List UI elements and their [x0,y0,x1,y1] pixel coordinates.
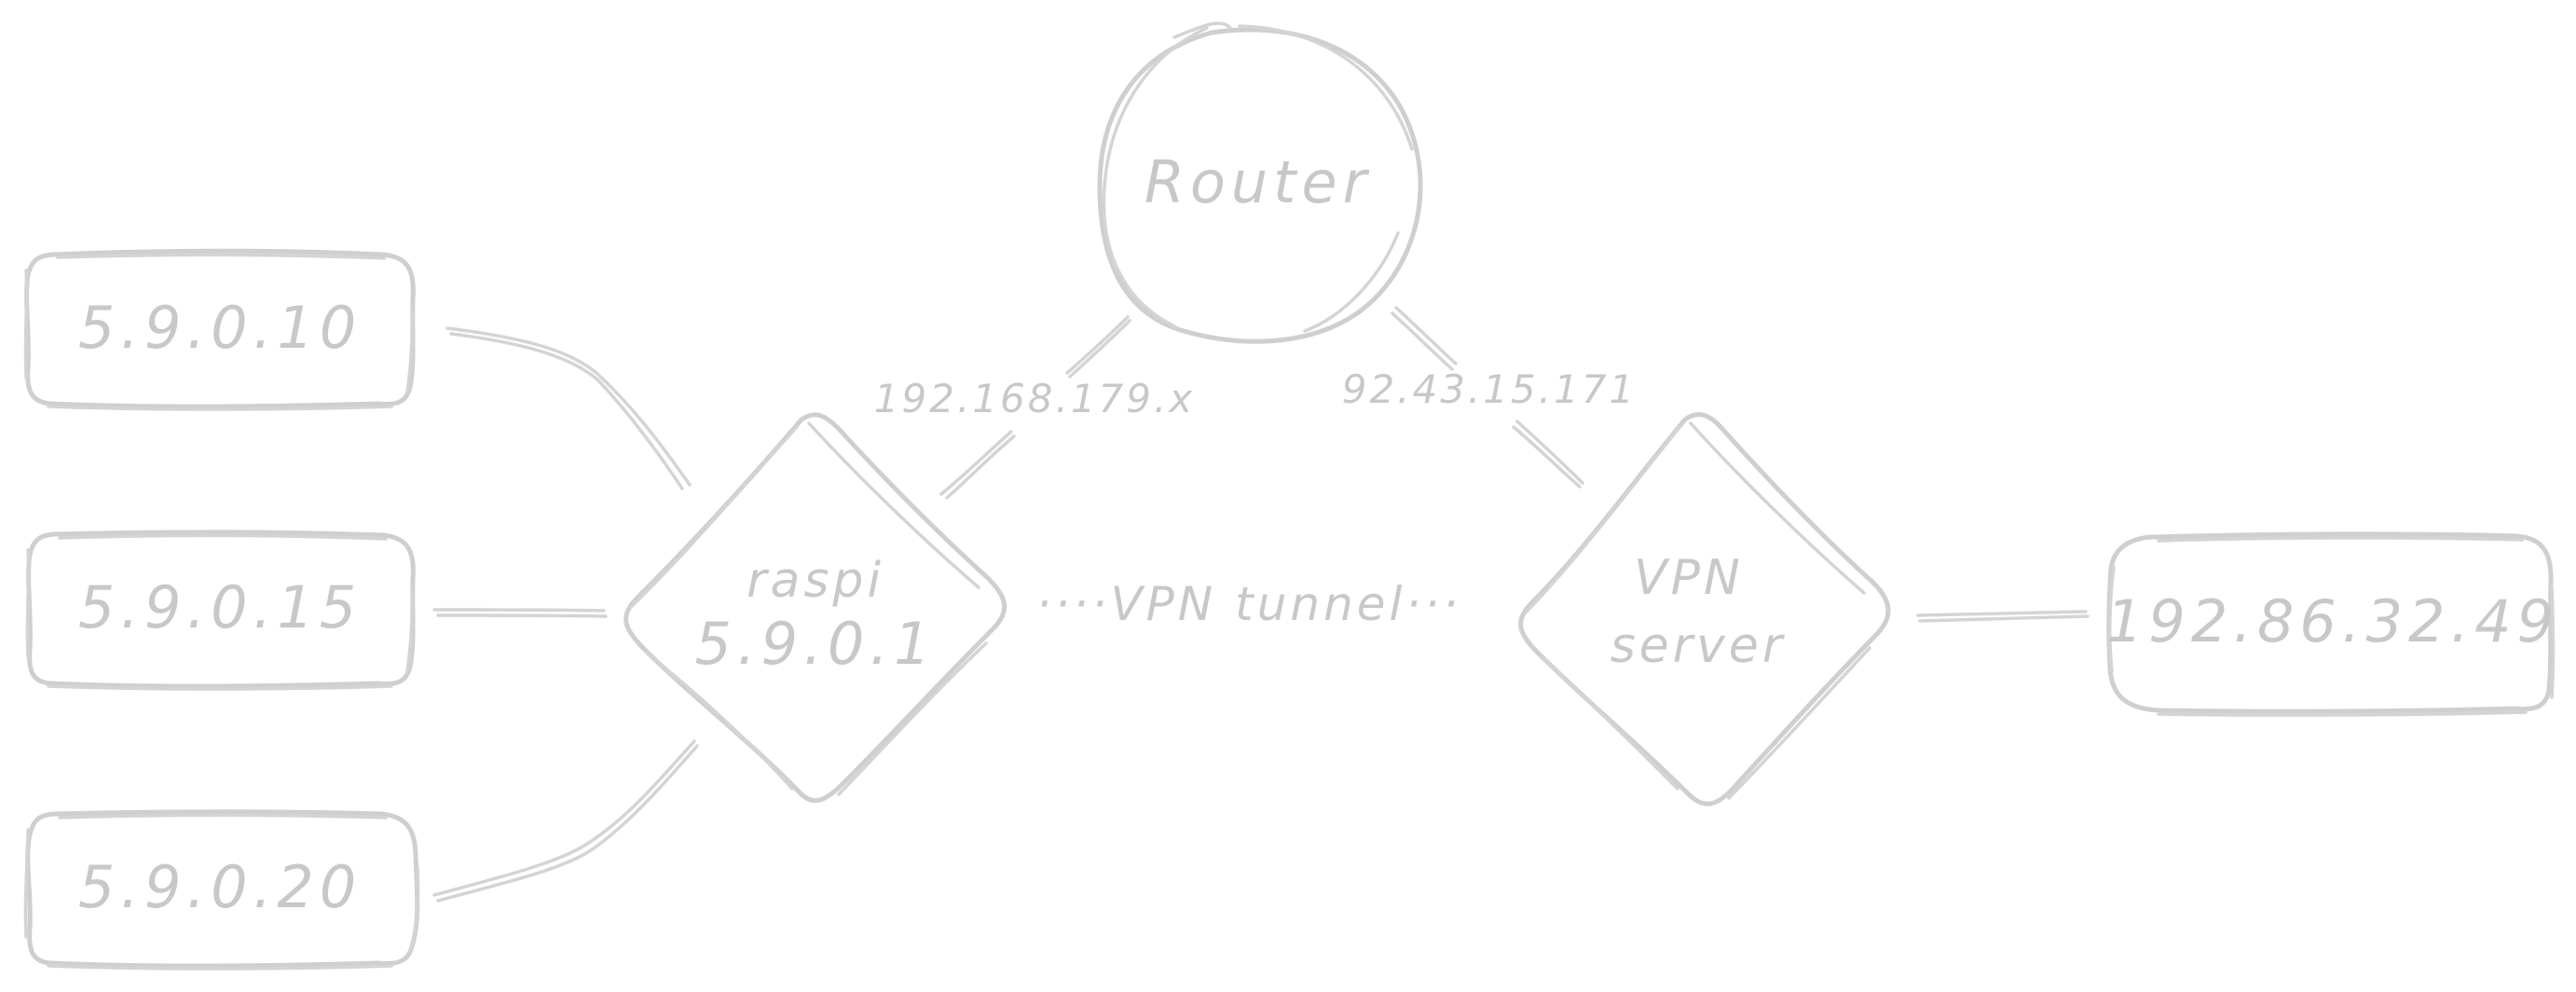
vpn-server-label-line1: VPN [1634,550,1744,606]
raspi-name-label: raspi [747,553,884,609]
client-node-3-label: 5.9.0.20 [78,853,362,921]
raspi-node[interactable]: raspi 5.9.0.1 [623,412,1007,804]
router-label: Router [1144,148,1372,216]
raspi-router-link: 192.168.179.x [874,315,1195,500]
router-node[interactable]: Router [1097,21,1423,344]
raspi-router-link-label: 192.168.179.x [874,376,1195,421]
vpn-remote-link [1916,610,2090,623]
vpn-server-label-line2: server [1610,618,1787,674]
client-node-3[interactable]: 5.9.0.20 [23,809,420,971]
remote-host-node[interactable]: 192.86.32.49 [2106,531,2559,717]
router-vpn-link-label: 92.43.15.171 [1342,366,1637,412]
vpn-server-node[interactable]: VPN server [1518,412,1891,806]
client-node-1[interactable]: 5.9.0.10 [23,248,416,411]
client-node-2-label: 5.9.0.15 [78,573,362,641]
vpn-tunnel-link: ····VPN tunnel··· [1036,577,1461,631]
vpn-tunnel-label: ····VPN tunnel··· [1036,577,1461,631]
client-node-1-label: 5.9.0.10 [78,294,362,362]
router-vpn-link: 92.43.15.171 [1342,306,1637,489]
raspi-ip-label: 5.9.0.1 [695,610,937,678]
remote-host-label: 192.86.32.49 [2106,587,2559,655]
client-node-2[interactable]: 5.9.0.15 [25,530,416,691]
client-links [432,326,699,902]
